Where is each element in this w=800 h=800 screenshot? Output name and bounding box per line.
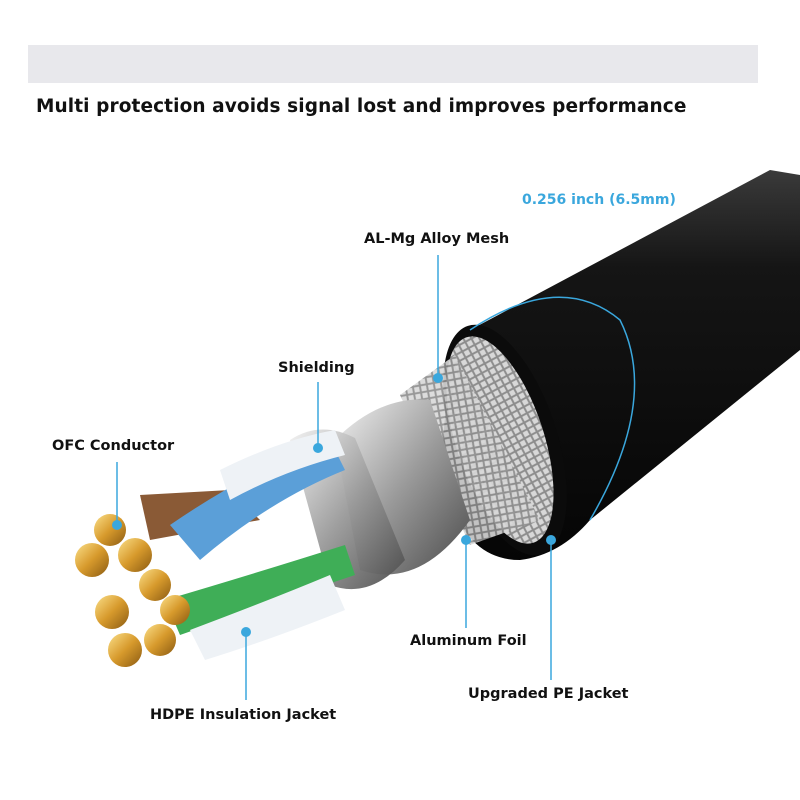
white-wire-2 [190, 575, 345, 660]
mesh-sleeve [400, 355, 540, 545]
label-shielding: Shielding [278, 360, 355, 376]
copper-strands [75, 514, 190, 667]
headline: Multi protection avoids signal lost and … [36, 96, 687, 117]
green-wire [165, 545, 355, 635]
diameter-arc [469, 296, 636, 521]
label-foil: Aluminum Foil [410, 633, 527, 649]
alloy-mesh [446, 336, 554, 544]
diameter-label: 0.256 inch (6.5mm) [522, 192, 676, 208]
top-banner [28, 45, 758, 83]
label-mesh: AL-Mg Alloy Mesh [364, 231, 510, 247]
label-pe-jacket: Upgraded PE Jacket [468, 686, 629, 702]
label-hdpe: HDPE Insulation Jacket [150, 707, 337, 723]
label-conductor: OFC Conductor [52, 438, 175, 454]
blue-wire [170, 440, 345, 560]
